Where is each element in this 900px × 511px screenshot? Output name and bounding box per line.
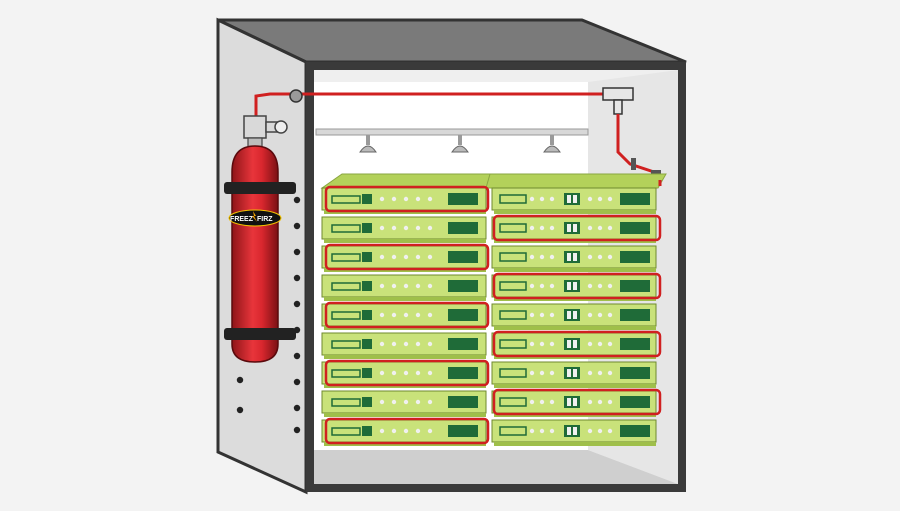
sprinkler-nozzle-icon (543, 135, 561, 153)
server-unit (321, 216, 487, 243)
cylinder-bottom-strap (224, 328, 296, 340)
sprinkler-rail (315, 128, 589, 153)
sprinkler-nozzle-icon (451, 135, 469, 153)
extinguisher-brand-logo: FREEZ FIRZ (228, 209, 282, 227)
brand-label-left: FREEZ (230, 216, 254, 223)
server-unit (321, 332, 487, 359)
mounting-hole-icon (293, 274, 301, 282)
server-unit (491, 303, 657, 330)
detection-tube-loop (492, 272, 662, 300)
mounting-hole-icon (293, 300, 301, 308)
mounting-hole-icon (293, 404, 301, 412)
pressure-gauge-icon (274, 120, 288, 134)
pipe-pass-through-icon (289, 89, 303, 103)
mounting-hole-icon (236, 376, 244, 384)
server-unit (491, 187, 657, 214)
cabinet-mounting-holes (236, 196, 301, 434)
server-unit (491, 361, 657, 388)
sprinkler-nozzles (359, 135, 561, 153)
detection-tube-loop (492, 388, 662, 416)
extinguisher-cylinder: FREEZ FIRZ (224, 115, 296, 363)
detection-tube-loop (324, 243, 490, 271)
mounting-hole-icon (293, 426, 301, 434)
detection-tube-loop (324, 301, 490, 329)
pipe-tee-fitting (602, 87, 634, 101)
cylinder-valve (243, 115, 267, 139)
interior-floor (314, 450, 678, 484)
server-unit (321, 274, 487, 301)
detection-tube-loop (324, 417, 490, 445)
brand-label-right: FIRZ (257, 216, 273, 223)
detection-tube-loop (324, 185, 490, 213)
mounting-hole-icon (236, 406, 244, 414)
server-unit (321, 390, 487, 417)
interior-ceiling (314, 70, 678, 82)
mounting-hole-icon (293, 378, 301, 386)
detection-tube-loop (492, 330, 662, 358)
sprinkler-nozzle-icon (359, 135, 377, 153)
detection-tube-loop (492, 214, 662, 242)
mounting-hole-icon (293, 222, 301, 230)
cylinder-top-strap (224, 182, 296, 194)
server-unit (491, 245, 657, 272)
server-rack (320, 173, 667, 446)
mounting-hole-icon (293, 196, 301, 204)
detection-tube-loop (324, 359, 490, 387)
mounting-hole-icon (293, 248, 301, 256)
server-unit (491, 419, 657, 446)
mounting-hole-icon (293, 352, 301, 360)
